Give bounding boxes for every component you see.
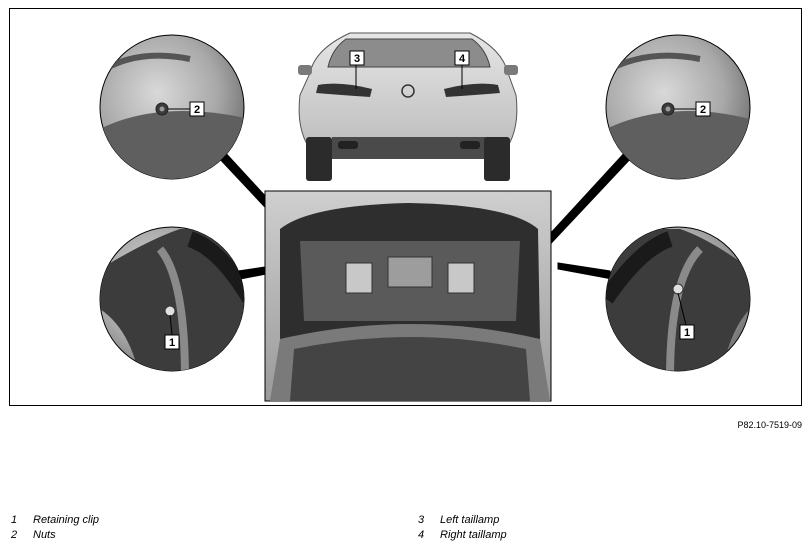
callout-1-left: 1 bbox=[169, 337, 175, 349]
legend-number: 4 bbox=[418, 529, 425, 541]
detail-clip-left: 1 bbox=[99, 226, 245, 372]
detail-nut-right: 2 bbox=[605, 34, 751, 180]
legend-label: Retaining clip bbox=[33, 514, 100, 526]
callout-4: 4 bbox=[459, 53, 466, 65]
callout-2-right: 2 bbox=[700, 104, 706, 116]
callout-3: 3 bbox=[354, 53, 360, 65]
car-rear-view bbox=[298, 32, 518, 181]
callout-left-taillamp: 3 bbox=[349, 50, 365, 66]
reference-code: P82.10-7519-09 bbox=[737, 420, 802, 430]
callout-2-left: 2 bbox=[194, 104, 200, 116]
legend-number: 3 bbox=[418, 514, 425, 526]
detail-nut-left: 2 bbox=[99, 34, 245, 180]
legend-label: Nuts bbox=[33, 529, 56, 541]
callout-right-taillamp: 4 bbox=[454, 50, 470, 66]
legend-number: 1 bbox=[11, 514, 18, 526]
illustration-frame: 3 4 2 2 bbox=[9, 8, 802, 406]
legend-label: Right taillamp bbox=[440, 529, 507, 541]
legend-label: Left taillamp bbox=[440, 514, 500, 526]
legend-number: 2 bbox=[11, 529, 18, 541]
trunk-lid-photo bbox=[264, 190, 552, 402]
detail-clip-right: 1 bbox=[605, 226, 751, 372]
callout-1-right: 1 bbox=[684, 327, 690, 339]
